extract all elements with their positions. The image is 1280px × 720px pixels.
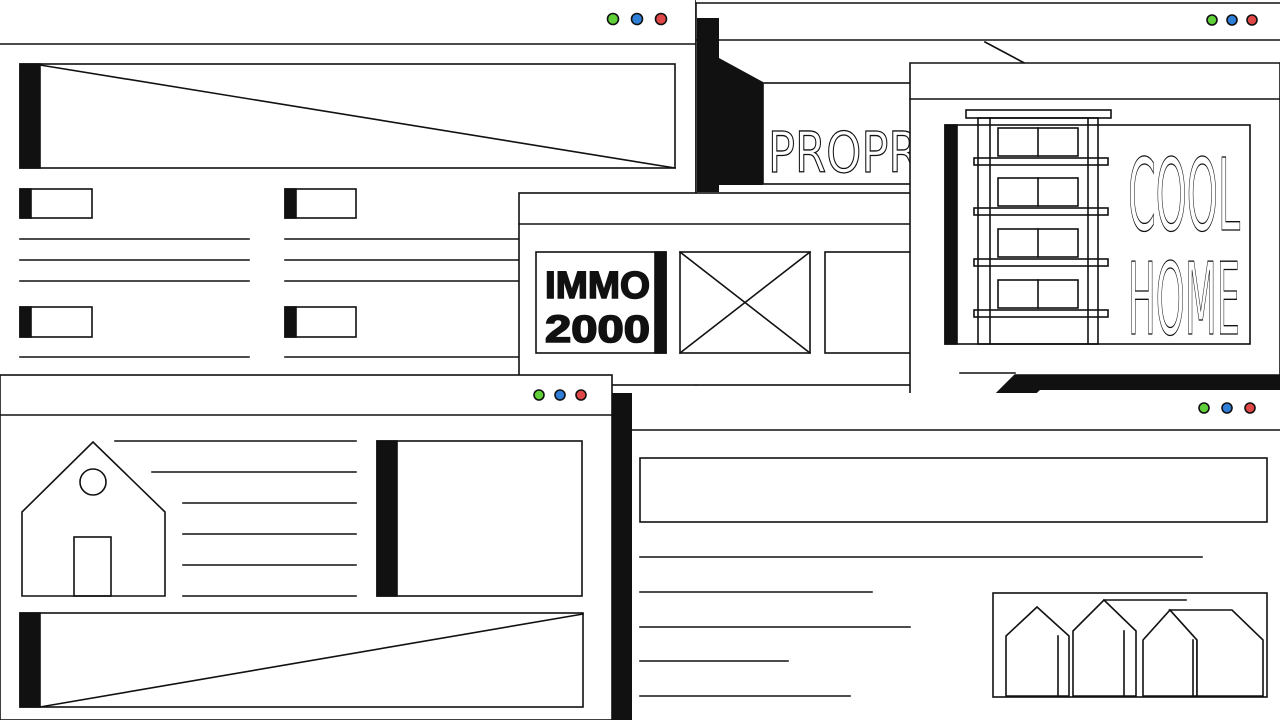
banner-placeholder — [19, 612, 584, 708]
proprio-logo: PROPRIO — [762, 82, 968, 186]
maximize-dot[interactable] — [554, 389, 566, 401]
row-houses-icon — [992, 592, 1268, 698]
window-controls — [533, 389, 587, 401]
window-controls — [1198, 402, 1256, 414]
image-placeholder-icon — [678, 250, 812, 355]
close-dot[interactable] — [575, 389, 587, 401]
immo-logo-line2: 2000 — [545, 309, 650, 351]
search-bar-placeholder[interactable] — [639, 457, 1268, 523]
proprio-logo-text: PROPRIO — [768, 121, 968, 186]
maximize-dot[interactable] — [1221, 402, 1233, 414]
apartment-building-icon — [965, 109, 1112, 345]
close-dot[interactable] — [1246, 14, 1258, 26]
minimize-dot[interactable] — [1198, 402, 1210, 414]
button-placeholder[interactable] — [19, 306, 93, 338]
button-placeholder[interactable] — [19, 188, 93, 219]
minimize-dot[interactable] — [606, 12, 620, 26]
maximize-dot[interactable] — [1226, 14, 1238, 26]
house-icon — [21, 440, 166, 597]
hero-banner-placeholder — [19, 63, 676, 169]
text-lines-placeholder — [639, 556, 1203, 697]
coolhome-logo-line2: HOME — [1128, 241, 1240, 358]
coolhome-logo-line1: COOL — [1128, 137, 1240, 254]
button-placeholder[interactable] — [284, 306, 357, 338]
minimize-dot[interactable] — [533, 389, 545, 401]
window-controls — [1206, 14, 1258, 26]
text-lines-placeholder — [114, 440, 357, 597]
browser-window-house — [0, 374, 613, 720]
minimize-dot[interactable] — [1206, 14, 1218, 26]
maximize-dot[interactable] — [630, 12, 644, 26]
immo-logo: IMMO 2000 — [535, 251, 667, 354]
image-card-placeholder — [376, 440, 583, 597]
browser-window-immo: IMMO 2000 — [518, 192, 940, 386]
button-placeholder[interactable] — [284, 188, 357, 219]
coolhome-logo: COOL HOME — [944, 109, 1251, 359]
window-controls — [606, 12, 668, 26]
close-dot[interactable] — [1244, 402, 1256, 414]
immo-logo-line1: IMMO — [545, 265, 650, 307]
browser-window-listing — [612, 393, 1280, 720]
close-dot[interactable] — [654, 12, 668, 26]
text-lines-placeholder — [19, 238, 521, 282]
